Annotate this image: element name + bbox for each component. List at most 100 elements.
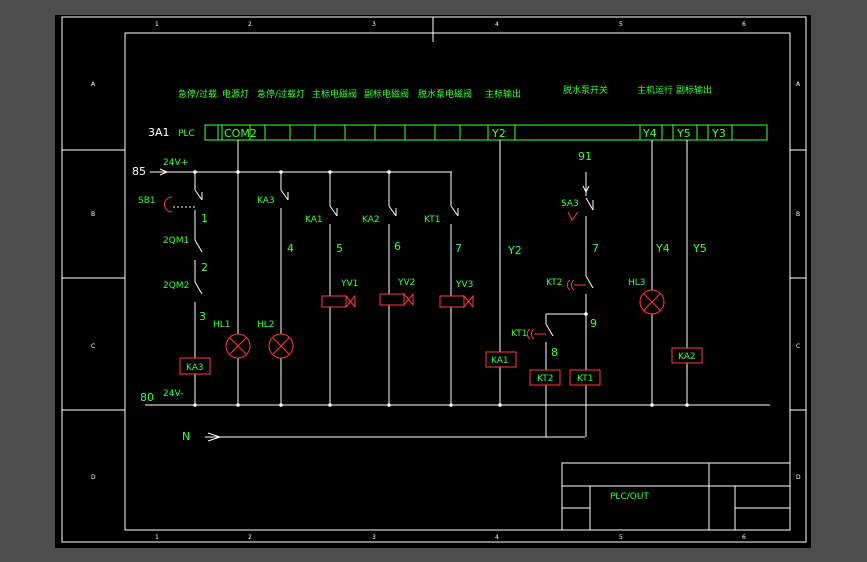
row-labels-left: A B C D bbox=[91, 81, 96, 481]
branch-main-valve bbox=[329, 172, 338, 405]
kt1-timer-contact-icon bbox=[526, 328, 546, 340]
heading-main-output: 主标输出 bbox=[485, 88, 521, 100]
col-label: 3 bbox=[372, 534, 376, 541]
ka1-contact-label: KA1 bbox=[305, 215, 323, 225]
col-label: 6 bbox=[742, 534, 746, 541]
row-label: A bbox=[796, 81, 801, 88]
plc-label: PLC bbox=[178, 129, 195, 139]
heading-main-run: 主机运行 bbox=[637, 84, 673, 96]
row-label: D bbox=[91, 474, 96, 481]
row-label: D bbox=[796, 474, 801, 481]
yv1-label: YV1 bbox=[340, 279, 358, 289]
inner-frame bbox=[124, 32, 791, 531]
col-label: 4 bbox=[495, 21, 499, 28]
plc-terminal-strip bbox=[204, 124, 768, 141]
heading-estop-lamp: 急停/过载灯 bbox=[257, 88, 305, 100]
qm2-label: 2QM2 bbox=[163, 281, 189, 291]
neutral-label: N bbox=[182, 430, 190, 443]
kt2-coil bbox=[529, 369, 561, 386]
wire-7-label: 7 bbox=[455, 242, 462, 255]
hl3-lamp bbox=[639, 289, 665, 315]
heading-pump-switch: 脱水泵开关 bbox=[563, 84, 608, 96]
rail-24v-plus-label: 24V+ bbox=[163, 158, 188, 168]
ka3-contact-label: KA3 bbox=[257, 196, 275, 206]
branch-sub-valve bbox=[388, 172, 397, 405]
wire-91-label: 91 bbox=[578, 150, 592, 163]
row-labels-right: A B C D bbox=[796, 81, 801, 481]
wire-80-label: 80 bbox=[140, 391, 154, 404]
branch-pump-valve bbox=[450, 172, 459, 405]
row-label: B bbox=[796, 211, 800, 218]
col-label: 5 bbox=[619, 534, 623, 541]
qm1-label: 2QM1 bbox=[163, 236, 189, 246]
yv3-label: YV3 bbox=[455, 280, 473, 290]
sa3-switch-icon bbox=[567, 211, 579, 221]
rail-24v-minus-label: 24V- bbox=[163, 389, 183, 399]
heading-sub-output: 副标输出 bbox=[676, 84, 712, 96]
wire-8-label: 8 bbox=[551, 346, 558, 359]
junction-dots bbox=[193, 170, 689, 407]
wire-85-label: 85 bbox=[132, 165, 146, 178]
col-label: 1 bbox=[155, 21, 159, 28]
branch-estop-lamp bbox=[280, 172, 289, 405]
kt2-timer-contact-icon bbox=[566, 279, 586, 291]
plc-module-id: 3A1 bbox=[148, 126, 170, 139]
yv3-solenoid bbox=[439, 294, 474, 309]
outer-frame bbox=[61, 16, 807, 543]
drawing-sheet bbox=[55, 15, 811, 548]
wire-y5-label: Y5 bbox=[692, 242, 707, 255]
plc-y3-terminal: Y3 bbox=[711, 127, 726, 140]
sa3-label: SA3 bbox=[561, 199, 579, 209]
plc-y2-terminal: Y2 bbox=[491, 127, 506, 140]
col-label: 1 bbox=[155, 534, 159, 541]
title-block bbox=[561, 462, 791, 531]
hl2-lamp bbox=[268, 333, 294, 359]
ka2-contact-label: KA2 bbox=[362, 215, 380, 225]
branch-estop bbox=[173, 172, 203, 405]
wire-9-label: 9 bbox=[590, 317, 597, 330]
ka3-coil bbox=[179, 357, 211, 375]
wire-7b-label: 7 bbox=[592, 242, 599, 255]
plc-y5-terminal: Y5 bbox=[676, 127, 691, 140]
sb1-label: SB1 bbox=[138, 196, 156, 206]
heading-estop: 急停/过载 bbox=[178, 88, 217, 100]
kt2-coil-label: KT2 bbox=[537, 374, 553, 384]
neutral-rail bbox=[205, 432, 585, 442]
column-labels-bottom: 1 2 3 4 5 6 bbox=[155, 534, 746, 541]
kt1-timer-contact-label: KT1 bbox=[511, 329, 527, 339]
col-label: 2 bbox=[248, 21, 252, 28]
col-label: 6 bbox=[742, 21, 746, 28]
wire-1-label: 1 bbox=[201, 212, 208, 225]
heading-sub-valve: 副标电磁阀 bbox=[364, 88, 409, 100]
yv1-solenoid bbox=[321, 294, 356, 309]
row-label: C bbox=[91, 343, 95, 350]
hl2-label: HL2 bbox=[257, 320, 275, 330]
row-label: A bbox=[91, 81, 96, 88]
kt1-contact-label: KT1 bbox=[424, 215, 440, 225]
hl3-label: HL3 bbox=[628, 278, 646, 288]
col-label: 2 bbox=[248, 534, 252, 541]
wire-y2-label: Y2 bbox=[507, 244, 522, 257]
ka2-coil bbox=[671, 347, 703, 364]
wire-3-label: 3 bbox=[199, 310, 206, 323]
heading-main-valve: 主标电磁阀 bbox=[312, 88, 357, 100]
zone-dividers bbox=[62, 17, 806, 411]
drawing-name: PLC/OUT bbox=[610, 492, 649, 502]
ka1-coil-label: KA1 bbox=[491, 356, 509, 366]
wire-2-label: 2 bbox=[201, 261, 208, 274]
row-label: B bbox=[91, 211, 95, 218]
ka2-coil-label: KA2 bbox=[678, 352, 696, 362]
yv2-solenoid bbox=[379, 292, 414, 307]
col-label: 3 bbox=[372, 21, 376, 28]
hl1-lamp bbox=[225, 333, 251, 359]
top-rail bbox=[150, 168, 452, 176]
plc-com2-terminal: COM2 bbox=[224, 127, 257, 140]
wire-4-label: 4 bbox=[287, 242, 294, 255]
row-label: C bbox=[796, 343, 800, 350]
kt1-coil bbox=[569, 369, 601, 386]
col-label: 5 bbox=[619, 21, 623, 28]
wire-y4-label: Y4 bbox=[655, 242, 670, 255]
wire-5-label: 5 bbox=[336, 242, 343, 255]
column-headings: 急停/过载 电源灯 急停/过载灯 主标电磁阀 副标电磁阀 脱水泵电磁阀 主标输出… bbox=[178, 84, 712, 100]
